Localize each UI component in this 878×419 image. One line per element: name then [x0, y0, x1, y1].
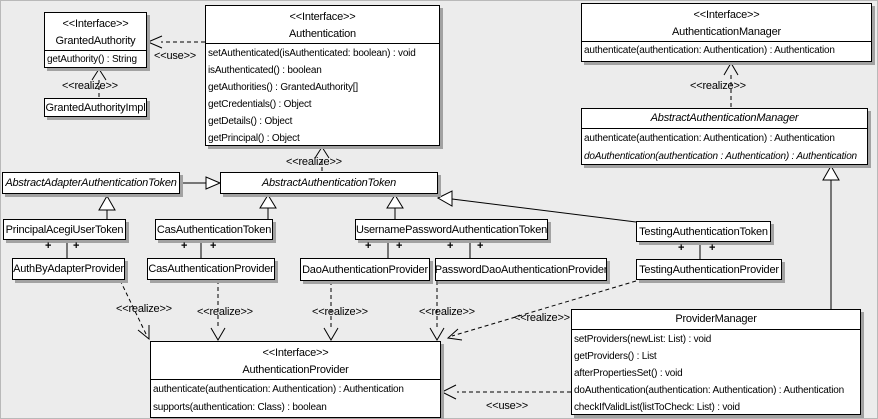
stereotype: <<Interface>> — [62, 18, 129, 30]
class-header: <<Interface>> Authentication — [206, 6, 439, 44]
assoc-end-plus: + — [365, 240, 372, 252]
gen-usernamepassword-token-to-abstract-token — [386, 194, 404, 219]
realize-abstract-manager-to-authentication-manager — [723, 62, 739, 107]
gen-adapter-token-to-abstract-token — [180, 176, 222, 190]
stereotype: <<Interface>> — [289, 11, 356, 23]
gen-provider-manager-to-abstract-authentication-manager — [822, 164, 840, 309]
class-name: UsernamePasswordAuthenticationToken — [355, 223, 548, 236]
use-label: <<use>> — [154, 50, 197, 62]
class-name: CasAuthenticationToken — [156, 223, 272, 236]
realize-abstract-token-to-authentication — [314, 146, 330, 171]
class-name: AbstractAdapterAuthenticationToken — [5, 177, 177, 189]
method: getAuthority() : String — [47, 54, 137, 65]
method: authenticate(authentication: Authenticat… — [584, 45, 835, 56]
class-testing-authentication-provider: TestingAuthenticationProvider — [636, 259, 782, 280]
class-testing-authentication-token: TestingAuthenticationToken — [636, 221, 771, 242]
gen-principal-token-to-adapter-token — [98, 194, 116, 219]
assoc-end-plus: + — [396, 240, 403, 252]
use-authentication-to-grantedauthority — [146, 35, 205, 49]
class-abstract-authentication-token: AbstractAuthenticationToken — [220, 172, 438, 194]
realize-label: <<realize>> — [690, 80, 746, 92]
realize-label: <<realize>> — [514, 312, 570, 324]
realize-testing-provider-to-authentication-provider — [446, 280, 637, 341]
assoc-end-plus: + — [181, 240, 188, 252]
class-authentication: <<Interface>> Authentication setAuthenti… — [205, 5, 440, 146]
method: isAuthenticated() : boolean — [208, 65, 322, 76]
realize-label: <<realize>> — [286, 156, 342, 168]
method: getCredentials() : Object — [208, 99, 312, 110]
class-name: CasAuthenticationProvider — [148, 263, 274, 275]
method: getAuthorities() : GrantedAuthority[] — [208, 82, 358, 93]
class-cas-authentication-token: CasAuthenticationToken — [155, 219, 273, 240]
class-password-dao-authentication-provider: PasswordDaoAuthenticationProvider — [435, 258, 607, 281]
class-auth-by-adapter-provider: AuthByAdapterProvider — [12, 258, 125, 280]
realize-label: <<realize>> — [116, 303, 172, 315]
class-name: GrantedAuthorityImpl — [45, 101, 146, 114]
class-name: AuthByAdapterProvider — [13, 263, 124, 275]
method: getPrincipal() : Object — [208, 133, 300, 144]
class-granted-authority: <<Interface>> GrantedAuthority getAuthor… — [44, 12, 147, 68]
assoc-end-plus: + — [709, 242, 716, 254]
assoc-end-plus: + — [447, 240, 454, 252]
realize-label: <<realize>> — [197, 306, 253, 318]
realize-label: <<realize>> — [312, 306, 368, 318]
method: supports(authentication: Class) : boolea… — [153, 402, 327, 413]
class-name: GrantedAuthority — [55, 35, 136, 47]
class-name: Authentication — [289, 28, 356, 40]
class-authentication-provider: <<Interface>> AuthenticationProvider aut… — [150, 341, 441, 418]
class-name: PrincipalAcegiUserToken — [5, 223, 124, 236]
class-name: AbstractAuthenticationManager — [582, 109, 867, 129]
class-header: <<Interface>> AuthenticationProvider — [151, 342, 440, 380]
assoc-end-plus: + — [678, 242, 685, 254]
class-provider-manager: ProviderManager setProviders(newList: Li… — [571, 309, 861, 415]
class-name: ProviderManager — [572, 310, 860, 330]
class-header: <<Interface>> AuthenticationManager — [582, 4, 871, 42]
class-abstract-adapter-authentication-token: AbstractAdapterAuthenticationToken — [2, 172, 180, 194]
realize-grantedauthorityimpl-to-grantedauthority — [91, 68, 107, 97]
method: getDetails() : Object — [208, 116, 293, 127]
class-cas-authentication-provider: CasAuthenticationProvider — [147, 258, 275, 280]
method: getProviders() : List — [574, 351, 657, 362]
method: checkIfValidList(listToCheck: List) : vo… — [574, 402, 740, 413]
method: afterPropertiesSet() : void — [574, 368, 683, 379]
class-granted-authority-impl: GrantedAuthorityImpl — [44, 98, 147, 117]
class-username-password-authentication-token: UsernamePasswordAuthenticationToken — [355, 219, 548, 240]
assoc-end-plus: + — [477, 240, 484, 252]
method: doAuthentication(authentication : Authen… — [584, 151, 857, 162]
stereotype: <<Interface>> — [262, 347, 329, 359]
assoc-end-plus: + — [73, 240, 80, 252]
class-name: AuthenticationManager — [672, 26, 781, 38]
class-authentication-manager: <<Interface>> AuthenticationManager auth… — [581, 3, 872, 62]
method: authenticate(authentication: Authenticat… — [153, 384, 404, 395]
class-name: AbstractAuthenticationToken — [261, 177, 397, 189]
use-provider-manager-to-authentication-provider — [440, 384, 571, 400]
assoc-end-plus: + — [210, 240, 217, 252]
class-header: <<Interface>> GrantedAuthority — [45, 13, 146, 51]
method: setProviders(newList: List) : void — [574, 334, 712, 345]
class-principal-acegi-user-token: PrincipalAcegiUserToken — [3, 219, 126, 240]
class-name: AuthenticationProvider — [242, 364, 349, 376]
method: doAuthentication(authentication: Authent… — [574, 385, 844, 396]
realize-passworddao-provider-to-authentication-provider — [429, 281, 445, 341]
class-name: PasswordDaoAuthenticationProvider — [435, 263, 607, 276]
stereotype: <<Interface>> — [693, 9, 760, 21]
class-name: TestingAuthenticationProvider — [639, 263, 779, 276]
realize-label: <<realize>> — [62, 80, 118, 92]
realize-label: <<realize>> — [419, 306, 475, 318]
assoc-end-plus: + — [45, 240, 52, 252]
class-name: DaoAuthenticationProvider — [302, 263, 428, 276]
class-abstract-authentication-manager: AbstractAuthenticationManager authentica… — [581, 108, 868, 165]
class-name: TestingAuthenticationToken — [639, 225, 768, 238]
use-label: <<use>> — [486, 400, 529, 412]
class-dao-authentication-provider: DaoAuthenticationProvider — [300, 258, 430, 281]
realize-authbyadapter-to-authentication-provider — [119, 279, 150, 341]
realize-dao-provider-to-authentication-provider — [323, 281, 339, 341]
realize-cas-provider-to-authentication-provider — [210, 280, 226, 341]
method: authenticate(authentication: Authenticat… — [584, 133, 835, 144]
gen-cas-token-to-abstract-token — [259, 194, 277, 219]
method: setAuthenticated(isAuthenticated: boolea… — [208, 48, 416, 59]
gen-testing-token-to-abstract-token — [436, 190, 637, 223]
